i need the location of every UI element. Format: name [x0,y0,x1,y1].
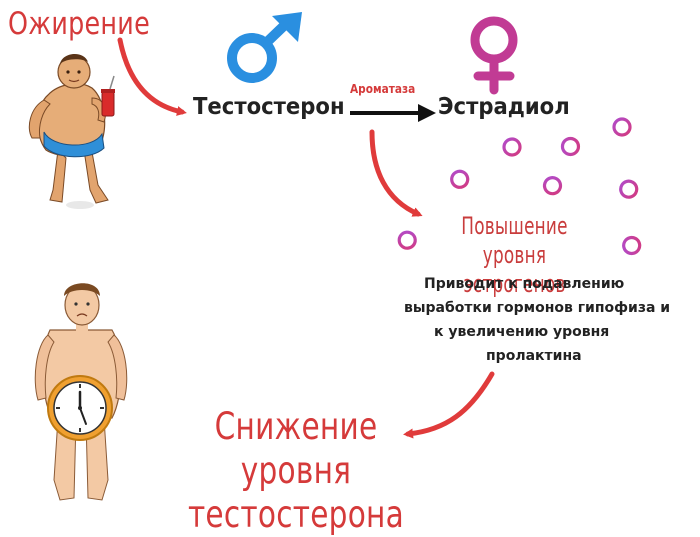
effect-line: к увеличению уровня [434,324,610,340]
obese-man-figure [28,53,115,209]
venus-symbol-icon [619,232,654,264]
testosterone-drop-title: Снижение уровня тестостерона [187,405,405,536]
venus-symbol-icon [557,133,592,168]
effect-line: пролактина [486,348,582,364]
venus-symbol-icon [534,173,566,208]
arrow-to-testosterone-drop [403,371,495,439]
testosterone-label: Тестостерон [193,94,345,120]
arrow-to-estrogen-rise [369,129,423,217]
effect-description: Приводит к подавлению выработки гормонов… [404,272,688,368]
estradiol-label: Эстрадиол [438,94,570,120]
venus-symbol-icon [444,167,472,202]
venus-symbol-icon [387,227,421,262]
venus-symbol-icon [612,117,632,148]
effect-line: выработки гормонов гипофиза и [404,300,671,316]
mars-symbol-icon [227,12,302,83]
venus-symbol-icon [617,177,643,212]
effect-line: Приводит к подавлению [424,276,625,292]
arrow-obesity-to-testosterone [117,37,187,116]
diagram-canvas [28,12,654,501]
aromatase-label: Ароматаза [350,82,416,96]
estrogen-rise-title: Повышение уровня эстрогенов [461,212,568,298]
venus-symbol-icon [470,16,518,95]
clock-icon [47,375,113,441]
obesity-title: Ожирение [8,6,150,42]
venus-symbol-icon [502,137,522,168]
